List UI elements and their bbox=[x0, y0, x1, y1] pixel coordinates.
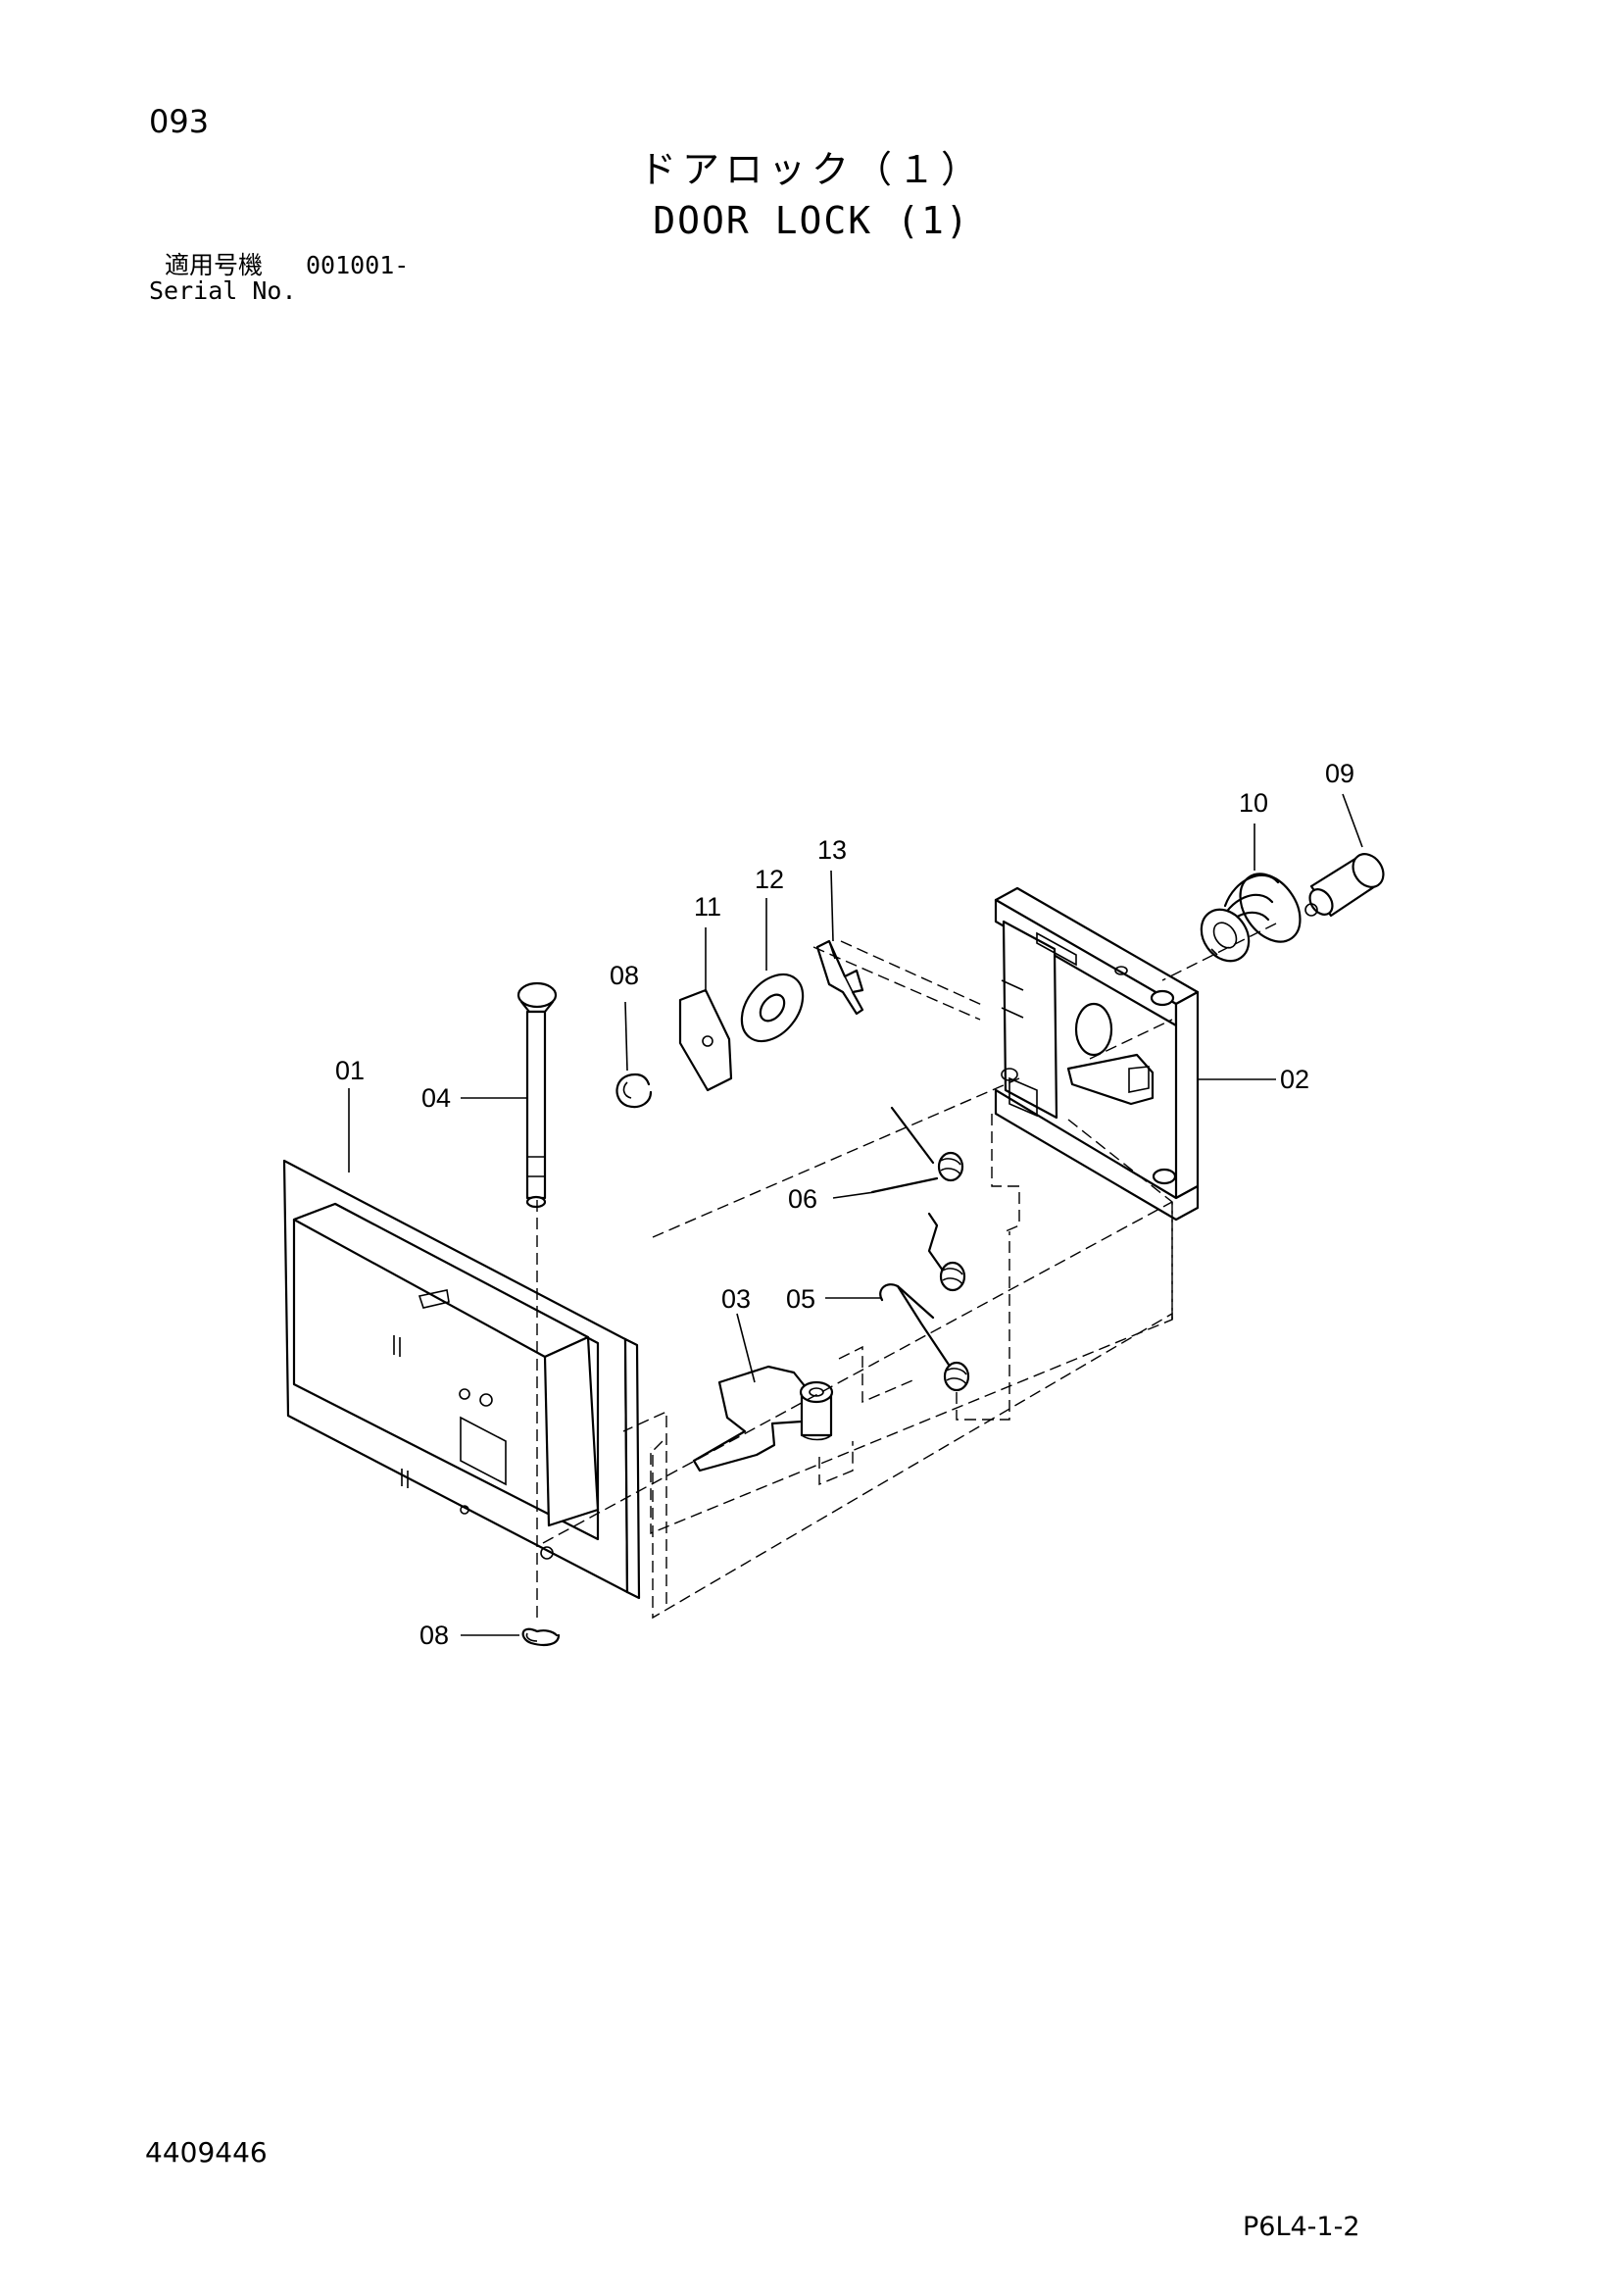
part-label-13: 13 bbox=[817, 835, 847, 865]
page-number: 093 bbox=[149, 103, 210, 140]
part-label-11: 11 bbox=[694, 892, 721, 922]
serial-label-english: Serial No. bbox=[149, 276, 297, 305]
part-01-lock-housing bbox=[282, 1159, 641, 1600]
part-12-washer bbox=[740, 973, 805, 1043]
part-09-cylinder-plug bbox=[1304, 853, 1385, 918]
part-06-torsion-spring bbox=[870, 1106, 964, 1194]
page-title-japanese: ドアロック（１） bbox=[638, 148, 984, 191]
assembly-guide-lines bbox=[536, 923, 1277, 1623]
part-11-plate bbox=[678, 988, 733, 1092]
part-13-clip bbox=[815, 939, 864, 1016]
part-03-cam-lever bbox=[692, 1365, 834, 1472]
serial-range: 001001- bbox=[306, 251, 410, 279]
part-label-10: 10 bbox=[1239, 788, 1268, 818]
serial-label-japanese: 適用号機 bbox=[165, 251, 264, 279]
part-label-04: 04 bbox=[421, 1083, 451, 1113]
part-label-03: 03 bbox=[721, 1284, 751, 1314]
part-04-pin bbox=[516, 981, 558, 1209]
part-08-retaining-ring-lower bbox=[521, 1627, 561, 1646]
part-08-retaining-ring-upper bbox=[615, 1073, 653, 1109]
part-label-08-upper: 08 bbox=[610, 961, 639, 990]
document-number: 4409446 bbox=[145, 2136, 268, 2169]
part-label-12: 12 bbox=[755, 865, 784, 894]
part-label-09: 09 bbox=[1325, 759, 1354, 788]
part-label-05: 05 bbox=[786, 1284, 815, 1314]
part-label-01: 01 bbox=[335, 1056, 365, 1085]
part-10-threaded-bushing bbox=[1200, 873, 1302, 963]
part-label-06: 06 bbox=[788, 1184, 817, 1214]
page-code: P6L4-1-2 bbox=[1243, 2212, 1360, 2242]
part-label-08-lower: 08 bbox=[419, 1621, 449, 1650]
part-02-latch-bracket bbox=[994, 886, 1200, 1222]
part-label-02: 02 bbox=[1280, 1065, 1309, 1094]
part-number-labels: 01 02 03 04 05 06 08 08 09 10 11 12 13 bbox=[335, 759, 1354, 1650]
leader-lines bbox=[348, 793, 1363, 1636]
page-title-english: DOOR LOCK (1) bbox=[653, 199, 970, 242]
part-05-torsion-spring bbox=[879, 1212, 970, 1392]
